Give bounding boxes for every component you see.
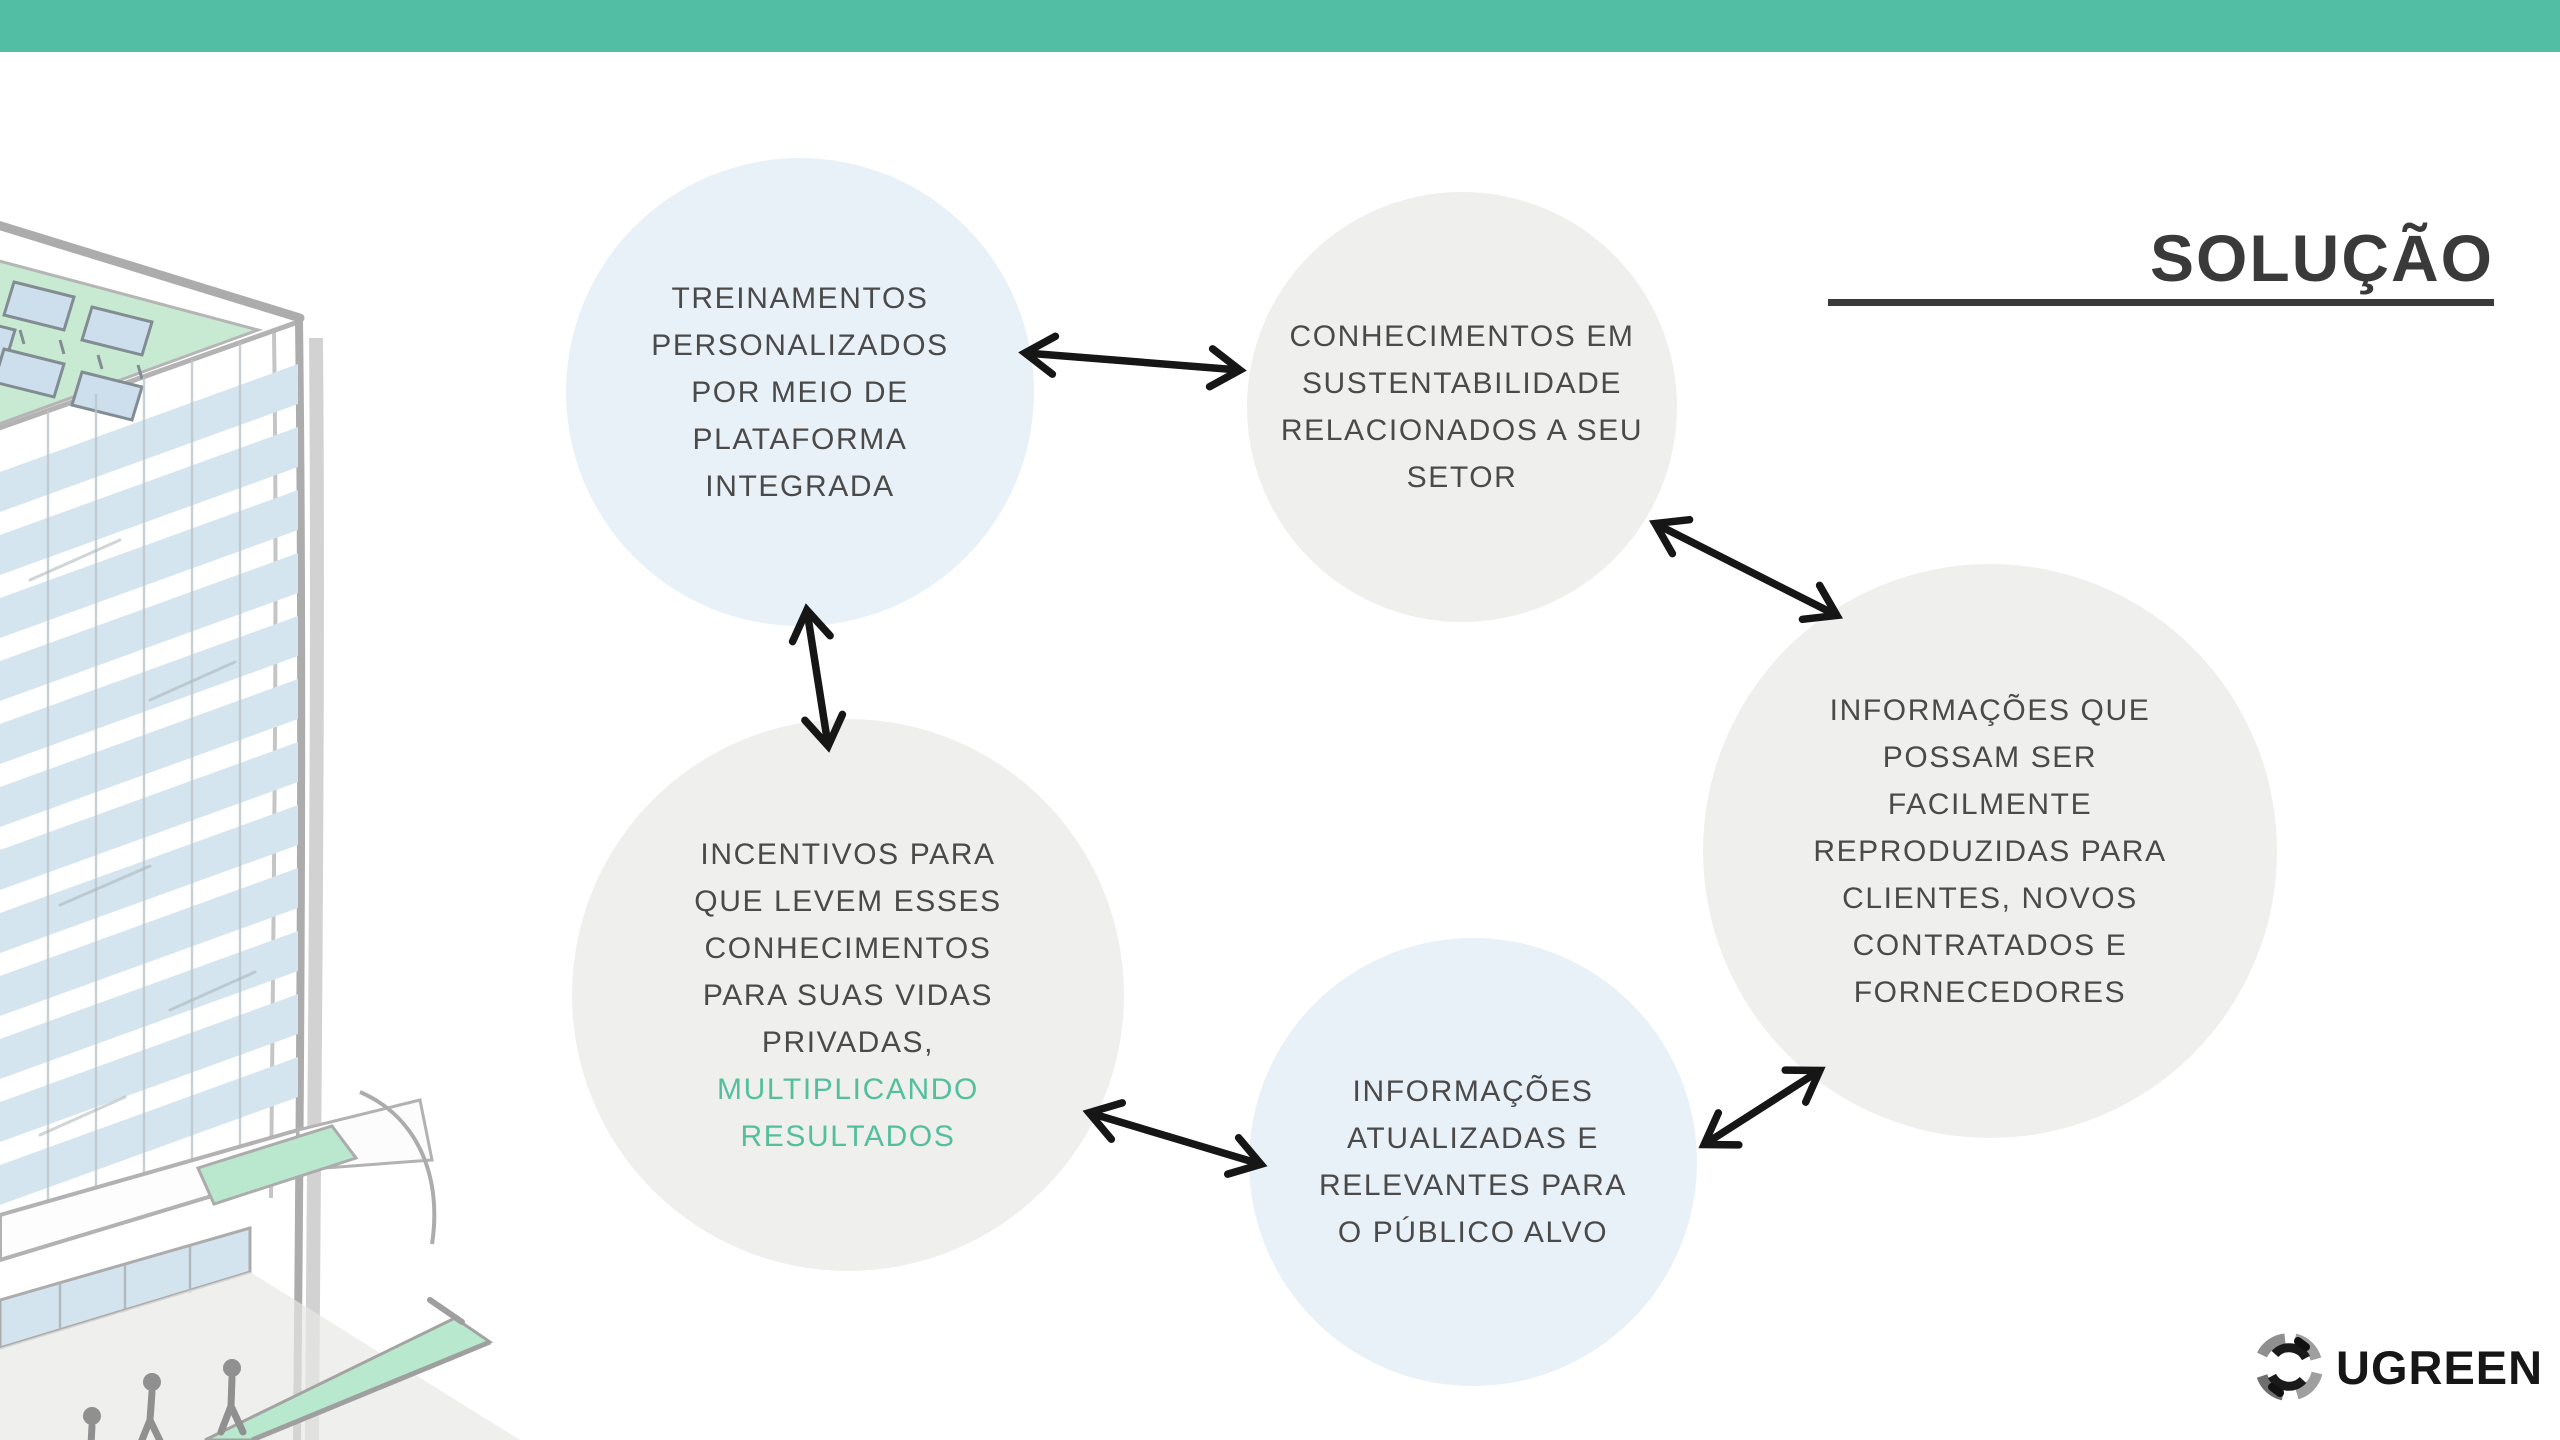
circle-informacoes-reproduzidas: INFORMAÇÕES QUE POSSAM SER FACILMENTE RE… [1703,564,2277,1138]
title-underline [1828,299,2494,306]
circle-text-line-highlight: MULTIPLICANDO [717,1072,979,1106]
circle-text-line: FACILMENTE [1887,787,2093,821]
circle-text-line: QUE LEVEM ESSES [694,884,1002,918]
circle-text-line: PARA SUAS VIDAS [702,978,994,1012]
circle-text-line: REPRODUZIDAS PARA [1813,834,2167,868]
circle-text-line: SETOR [1406,461,1518,494]
arrow-incentivos-atualizadas [1082,1099,1268,1178]
circle-text-line: PERSONALIZADOS [651,328,949,362]
circle-text-line-highlight: RESULTADOS [740,1119,956,1153]
circle-text-line: TREINAMENTOS [671,281,929,315]
circle-text-line: POR MEIO DE [691,375,909,409]
circle-text-line: RELEVANTES PARA [1319,1169,1627,1202]
circle-text-line: INCENTIVOS PARA [700,837,996,871]
pedestrians-icon [83,1359,247,1440]
circle-text-line: ATUALIZADAS E [1347,1122,1599,1155]
circle-text-line: POSSAM SER [1882,740,2098,774]
page-title: SOLUÇÃO [2150,221,2494,295]
circle-text-line: INFORMAÇÕES QUE [1829,693,2151,727]
solar-panels-icon [0,280,154,422]
circle-text-line: RELACIONADOS A SEU [1280,414,1644,447]
circle-text-line: FORNECEDORES [1853,975,2127,1009]
arrow-atualizadas-informacoes [1698,1066,1826,1149]
building-sketch-illustration [0,220,520,1440]
circle-incentivos: INCENTIVOS PARA QUE LEVEM ESSES CONHECIM… [572,719,1124,1271]
ugreen-logo-text: UGREEN [2336,1340,2544,1394]
circle-text-line: CONTRATADOS E [1852,928,2128,962]
circle-text-line: INTEGRADA [705,469,895,503]
circle-text-line: CONHECIMENTOS [704,931,992,965]
title-block: SOLUÇÃO [1828,224,2494,306]
arrow-conhecimentos-informacoes [1649,515,1843,624]
circle-text-line: CLIENTES, NOVOS [1842,881,2138,915]
circle-text-line: CONHECIMENTOS EM [1289,320,1635,353]
circle-text-line: O PÚBLICO ALVO [1337,1216,1609,1249]
circle-informacoes-atualizadas: INFORMAÇÕES ATUALIZADAS E RELEVANTES PAR… [1249,938,1697,1386]
circle-text-line: SUSTENTABILIDADE [1301,367,1623,400]
ugreen-logo-icon [2256,1333,2323,1401]
top-accent-bar [0,0,2560,52]
circle-treinamentos: TREINAMENTOS PERSONALIZADOS POR MEIO DE … [566,158,1034,626]
circle-text-line: INFORMAÇÕES [1352,1075,1594,1108]
ugreen-logo: UGREEN [2254,1332,2543,1402]
arrow-treinamentos-conhecimentos [1018,332,1247,391]
circle-text-line: PRIVADAS, [761,1025,935,1059]
circle-conhecimentos: CONHECIMENTOS EM SUSTENTABILIDADE RELACI… [1247,192,1677,622]
circle-text-line: PLATAFORMA [692,422,908,456]
